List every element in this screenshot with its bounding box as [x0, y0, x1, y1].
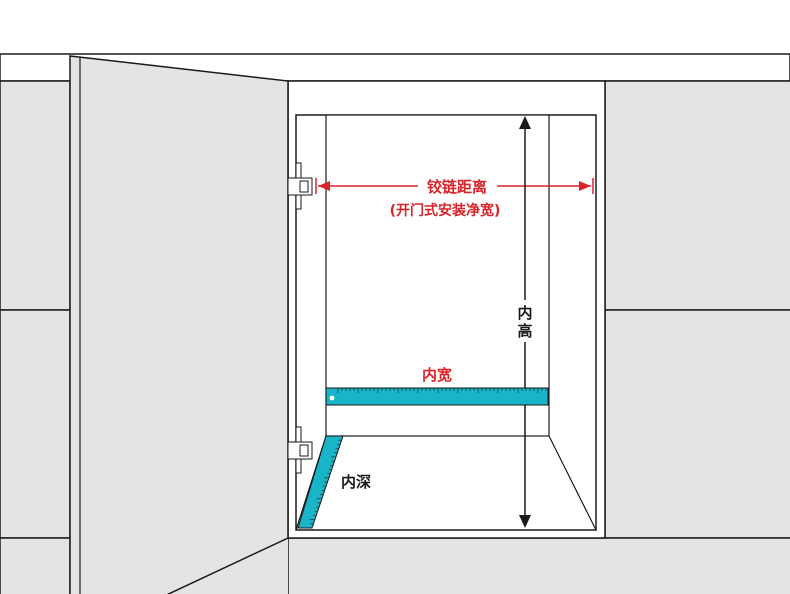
wall-bottom-band [287, 537, 790, 594]
wall-left-panel-bottom [0, 537, 71, 594]
wall-right-panel-mid [604, 309, 790, 539]
hinge-distance-dimension [315, 178, 594, 194]
inner-depth-label: 内深 [341, 473, 371, 491]
wall-right-panel-top [604, 80, 790, 311]
wall-left-panel-mid [0, 309, 71, 539]
floor-right-edge [548, 435, 597, 531]
inner-height-label-bottom: 高 [517, 322, 532, 340]
horizontal-ruler-icon [325, 387, 549, 406]
inner-height-dimension [519, 116, 531, 528]
lower-hinge-icon [287, 426, 313, 474]
upper-hinge-icon [287, 162, 313, 210]
inner-height-label-top: 内 [517, 304, 532, 322]
wall-left-panel-top [0, 80, 71, 311]
cabinet-back-panel [325, 114, 550, 437]
inner-width-label: 内宽 [422, 366, 452, 384]
hinge-distance-label: 铰链距离 [427, 178, 487, 196]
slanted-ruler-icon [297, 435, 344, 529]
hinge-distance-note: (开门式安装净宽) [390, 202, 501, 219]
cabinet-door [69, 55, 289, 594]
